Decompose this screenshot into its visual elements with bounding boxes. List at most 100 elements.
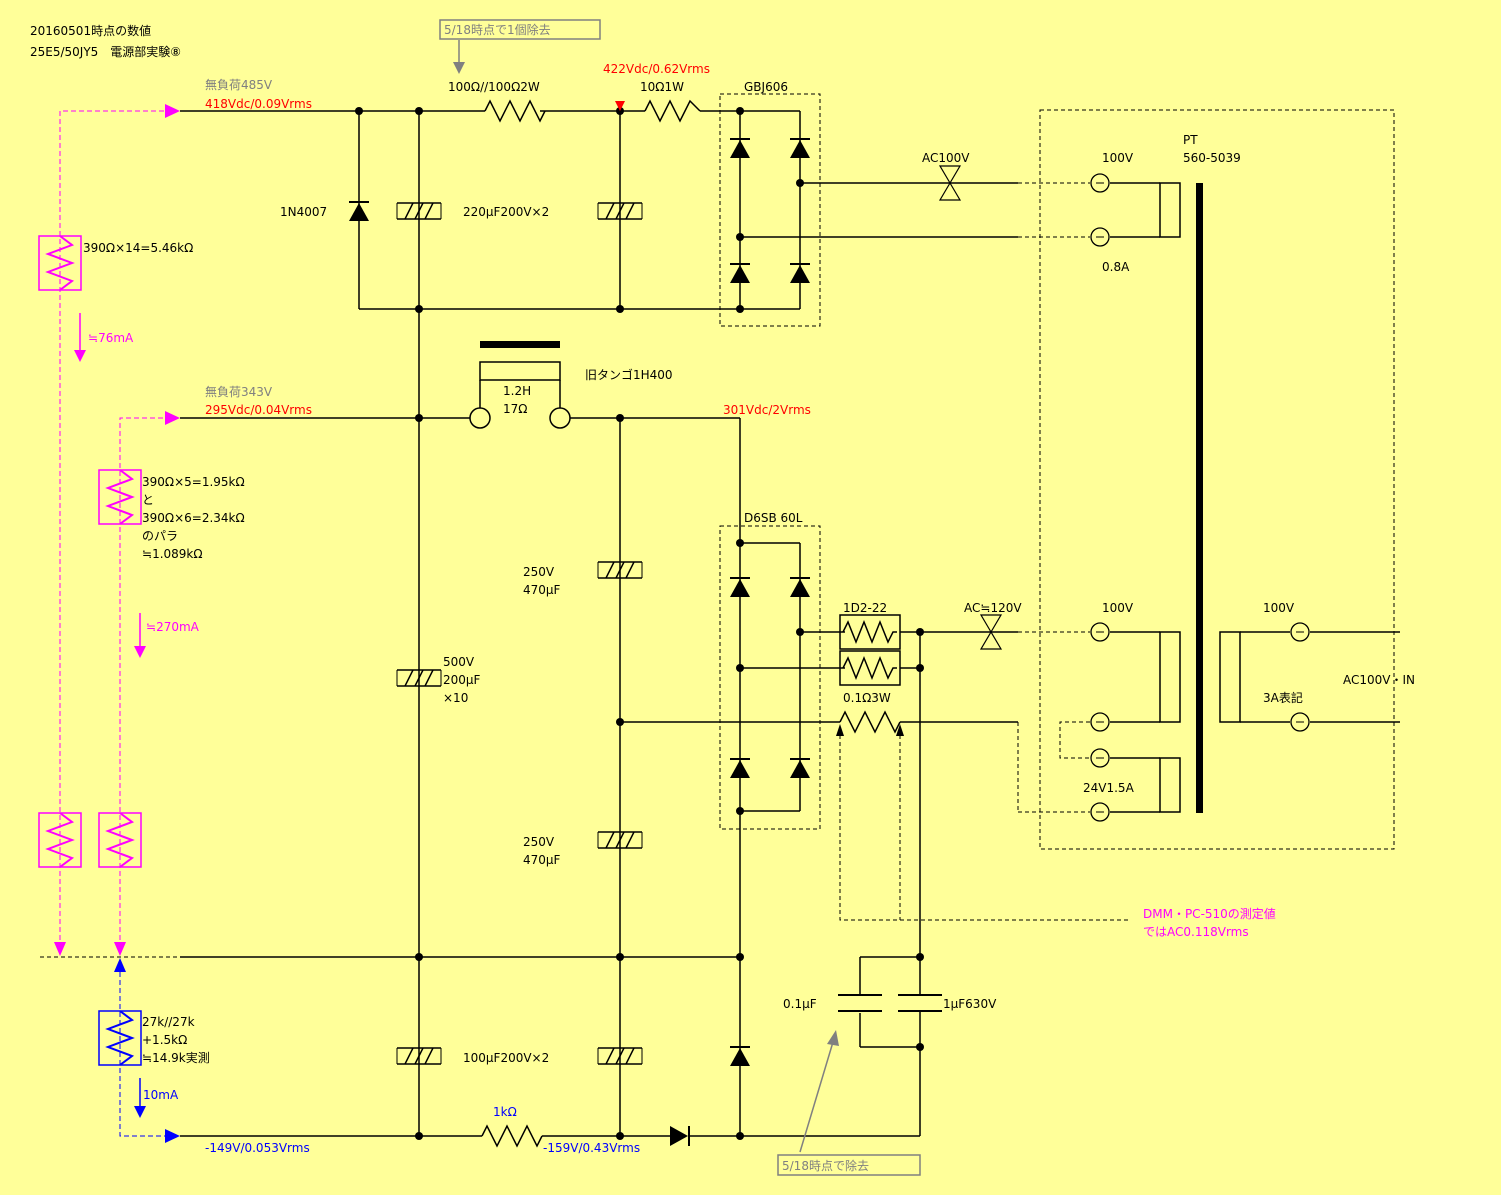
callout-arrows — [453, 40, 839, 1153]
thermistor-lower — [839, 650, 901, 686]
terminal-100v-a — [1090, 173, 1110, 193]
thermistor-label: 1D2-22 — [843, 601, 887, 615]
cap-big-n: ×10 — [443, 691, 468, 705]
top-noload: 無負荷485V — [205, 77, 273, 92]
note-bottom: 5/18時点で除去 — [782, 1158, 869, 1173]
ac-bowtie-mid — [979, 614, 1003, 650]
top-r2: 10Ω1W — [640, 80, 684, 94]
load-mid-r4: のパラ — [142, 529, 178, 543]
mid-ac: AC≒120V — [964, 601, 1022, 615]
mid-node2: 301Vdc/2Vrms — [723, 403, 811, 417]
mid-noload: 無負荷343V — [205, 384, 273, 399]
load-neg-r3: ≒14.9k実測 — [142, 1050, 210, 1065]
pt-pri: 100V — [1263, 601, 1295, 615]
terminal-24v-a — [1090, 748, 1110, 768]
neg-r: 1kΩ — [493, 1105, 517, 1119]
load-neg-r1: 27k//27k — [142, 1015, 195, 1029]
pt-model: 560-5039 — [1183, 151, 1241, 165]
diode-neg-vertical — [729, 1046, 751, 1067]
bridge-mid-d4 — [789, 758, 811, 779]
film-caps — [838, 994, 942, 1012]
top-ac: AC100V — [922, 151, 970, 165]
pt-tap1: 100V — [1102, 151, 1134, 165]
cap-upper-c: 470μF — [523, 583, 561, 597]
note-top-box — [439, 19, 601, 40]
load-mid-r3: 390Ω×6=2.34kΩ — [142, 511, 245, 525]
terminal-24v-b — [1090, 802, 1110, 822]
resistor-1k-ohm — [481, 1124, 543, 1148]
resistor-shunt — [839, 710, 901, 734]
neg-c2: 1μF630V — [943, 997, 997, 1011]
cap-lower-c: 470μF — [523, 853, 561, 867]
top-voltage: 418Vdc/0.09Vrms — [205, 97, 312, 111]
neg-c1: 0.1μF — [783, 997, 817, 1011]
pt-input: AC100V・IN — [1343, 673, 1415, 687]
labels: 20160501時点の数値 25E5/50JY5 電源部実験⑧ 5/18時点で1… — [30, 22, 1415, 1173]
load-top-r: 390Ω×14=5.46kΩ — [83, 241, 193, 255]
terminal-pri-a — [1290, 622, 1310, 642]
pt-tap2: 100V — [1102, 601, 1134, 615]
load-mid-i: ≒270mA — [146, 620, 200, 634]
load-mid-r5: ≒1.089kΩ — [142, 547, 203, 561]
load-mid-r2: と — [142, 493, 154, 507]
choke-l: 1.2H — [503, 384, 531, 398]
top-r1: 100Ω//100Ω2W — [448, 80, 540, 94]
bridge-top-d3 — [729, 263, 751, 284]
cap-upper-v: 250V — [523, 565, 555, 579]
pt-name: PT — [1183, 133, 1198, 147]
bridge-mid-d2 — [789, 577, 811, 598]
mid-bridge: D6SB 60L — [744, 511, 803, 525]
bridge-mid-d3 — [729, 758, 751, 779]
top-node2: 422Vdc/0.62Vrms — [603, 62, 710, 76]
neg-node2: -159V/0.43Vrms — [543, 1141, 640, 1155]
load-paths — [59, 110, 165, 948]
top-cap: 220μF200V×2 — [463, 205, 549, 219]
note-top: 5/18時点で1個除去 — [444, 22, 551, 37]
pt-tap1-i: 0.8A — [1102, 260, 1130, 274]
red-marker — [615, 101, 625, 111]
bridge-mid-d1 — [729, 577, 751, 598]
cap-big-v: 500V — [443, 655, 475, 669]
note-bottom-box — [777, 1154, 921, 1176]
pt-tap3: 24V1.5A — [1083, 781, 1135, 795]
neg-voltage: -149V/0.053Vrms — [205, 1141, 310, 1155]
dmm-note-1: DMM・PC-510の測定値 — [1143, 906, 1276, 921]
load-mid-r1: 390Ω×5=1.95kΩ — [142, 475, 245, 489]
dmm-note-2: ではAC0.118Vrms — [1143, 925, 1249, 939]
neg-load-path — [114, 958, 180, 1143]
resistor-100-ohm — [484, 99, 546, 123]
load-neg-r2: +1.5kΩ — [142, 1033, 187, 1047]
shunt-label: 0.1Ω3W — [843, 691, 891, 705]
bridge-top-d4 — [789, 263, 811, 284]
bridge-top-d1 — [729, 138, 751, 159]
load-top-i: ≒76mA — [88, 331, 134, 345]
top-diode: 1N4007 — [280, 205, 327, 219]
choke-name: 旧タンゴ1H400 — [585, 367, 673, 382]
bridge-top-d2 — [789, 138, 811, 159]
dashed-wires — [40, 93, 1395, 958]
terminal-100v2-b — [1090, 712, 1110, 732]
header-line1: 20160501時点の数値 — [30, 23, 151, 38]
thermistor-upper — [839, 614, 901, 650]
terminal-100v-b — [1090, 227, 1110, 247]
ac-bowtie-top — [938, 165, 962, 201]
wires — [180, 110, 1400, 1137]
choke — [469, 341, 571, 429]
diode-1n4007 — [348, 201, 370, 222]
header-line2: 25E5/50JY5 電源部実験⑧ — [30, 44, 181, 59]
top-bridge: GBJ606 — [744, 80, 788, 94]
load-neg-i: 10mA — [143, 1088, 179, 1102]
load-arrows — [54, 104, 180, 956]
cap-big-c: 200μF — [443, 673, 481, 687]
choke-r: 17Ω — [503, 402, 527, 416]
junctions — [355, 107, 924, 1140]
resistor-10-ohm — [644, 99, 701, 123]
cap-lower-v: 250V — [523, 835, 555, 849]
terminal-100v2-a — [1090, 622, 1110, 642]
terminal-pri-b — [1290, 712, 1310, 732]
pt-pri-i: 3A表記 — [1263, 690, 1303, 705]
power-transformer — [1159, 182, 1241, 813]
mid-voltage: 295Vdc/0.04Vrms — [205, 403, 312, 417]
neg-cap: 100μF200V×2 — [463, 1051, 549, 1065]
